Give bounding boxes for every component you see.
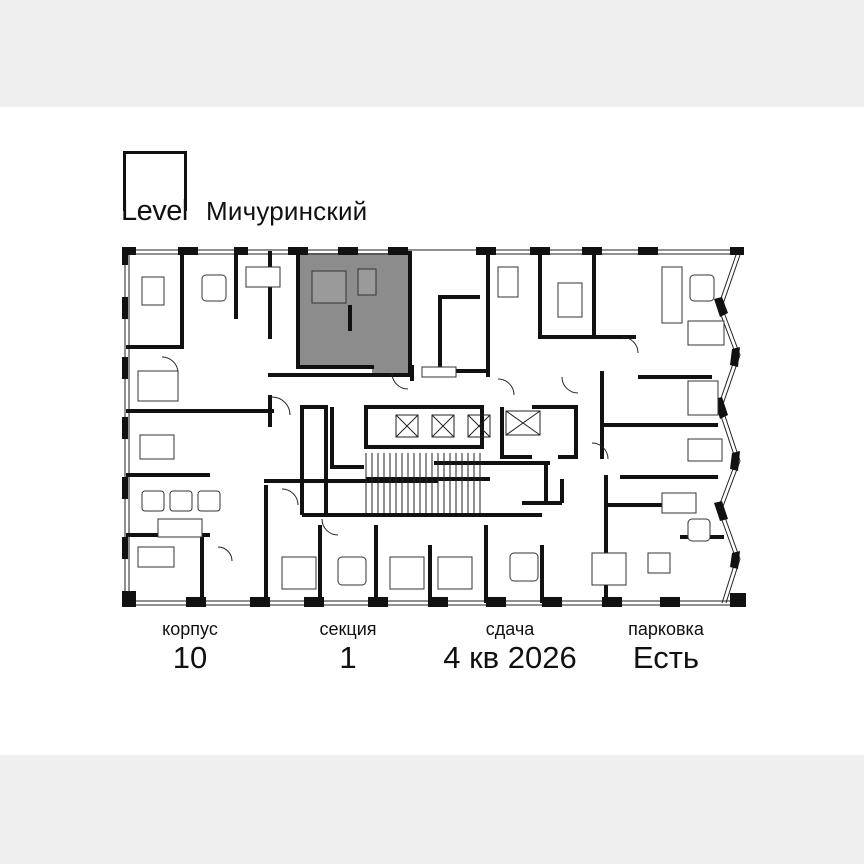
- fact-label: корпус: [162, 619, 218, 639]
- fact-section: секция 1: [288, 619, 408, 676]
- floor-plan-card: Level Мичуринский: [0, 107, 864, 755]
- project-name: Мичуринский: [206, 196, 368, 226]
- fact-label: сдача: [485, 619, 535, 639]
- fact-value: 4 кв 2026: [443, 640, 577, 675]
- project-facts: корпус 10 секция 1 сдача 4 кв 2026 парко…: [0, 619, 864, 679]
- fact-value: 1: [339, 640, 357, 675]
- fact-label: парковка: [628, 619, 704, 639]
- logo-word: Level: [121, 195, 188, 227]
- fact-value: Есть: [632, 640, 700, 675]
- logo-square-icon: [123, 151, 187, 211]
- fact-value: 10: [172, 640, 208, 675]
- fact-label: секция: [319, 619, 377, 639]
- fact-completion: сдача 4 кв 2026: [420, 619, 600, 676]
- fact-building: корпус 10: [130, 619, 250, 676]
- fact-parking: парковка Есть: [606, 619, 726, 676]
- floor-plan: [122, 247, 746, 607]
